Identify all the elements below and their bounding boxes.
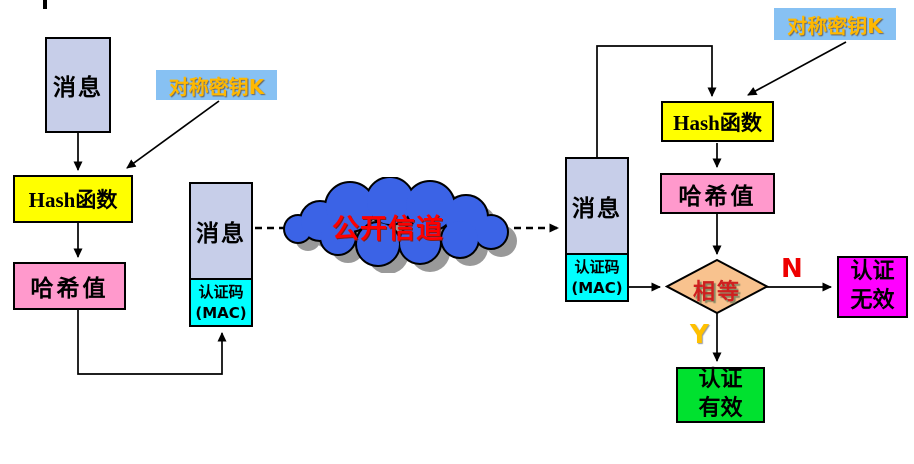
- arrow-hashval1-to-mac: [77, 310, 227, 375]
- auth-invalid-line1: 认证: [850, 259, 895, 285]
- branch-no-label: N: [781, 254, 803, 284]
- slide-tick-mark: [43, 0, 47, 9]
- receiver-key-label: 对称密钥K: [774, 8, 896, 40]
- auth-valid-line1: 认证: [698, 367, 743, 393]
- transmit-message-box: 消息: [189, 182, 253, 280]
- sender-hash-function-label: Hash函数: [28, 188, 118, 212]
- sender-key-text: 对称密钥K: [168, 74, 265, 99]
- receiver-mac-box: 认证码 (MAC): [565, 253, 629, 302]
- sender-hash-value-box: 哈希值: [13, 262, 126, 310]
- receiver-hash-function-label: Hash函数: [673, 110, 762, 135]
- arrow-key1-to-hashfn1: [126, 100, 220, 169]
- receiver-mac-line2: (MAC): [571, 278, 623, 297]
- auth-valid-line2: 有效: [698, 396, 743, 421]
- auth-invalid-line2: 无效: [850, 288, 895, 313]
- sender-hash-function-box: Hash函数: [13, 175, 133, 223]
- cloud-fill: [285, 178, 507, 265]
- receiver-mac-line1: 认证码: [574, 258, 620, 277]
- transmit-message-label: 消息: [196, 221, 246, 246]
- public-channel-label: 公开信道: [332, 214, 444, 245]
- receiver-hash-value-label: 哈希值: [678, 183, 757, 209]
- sender-hash-value-label: 哈希值: [30, 276, 109, 301]
- sender-message-box: 消息: [45, 37, 111, 133]
- compare-diamond: [665, 258, 769, 315]
- sender-key-label: 对称密钥K: [156, 70, 277, 100]
- receiver-message-box: 消息: [565, 157, 629, 255]
- transmit-mac-line2: (MAC): [195, 303, 247, 322]
- receiver-hash-function-box: Hash函数: [661, 101, 774, 142]
- receiver-hash-value-box: 哈希值: [660, 173, 775, 214]
- auth-valid-box: 认证 有效: [676, 367, 765, 423]
- receiver-message-label: 消息: [572, 196, 622, 221]
- sender-message-label: 消息: [53, 75, 103, 100]
- branch-yes-label: Y: [690, 320, 709, 350]
- transmit-mac-line1: 认证码: [198, 283, 244, 302]
- compare-label: 相等: [693, 280, 742, 305]
- receiver-key-text: 对称密钥K: [787, 13, 883, 38]
- transmit-mac-box: 认证码 (MAC): [189, 278, 253, 327]
- public-channel-cloud: [283, 177, 517, 273]
- arrow-msg3-to-hashfn2: [596, 45, 717, 158]
- arrow-key2-to-hashfn2: [747, 41, 847, 96]
- auth-invalid-box: 认证 无效: [837, 256, 908, 318]
